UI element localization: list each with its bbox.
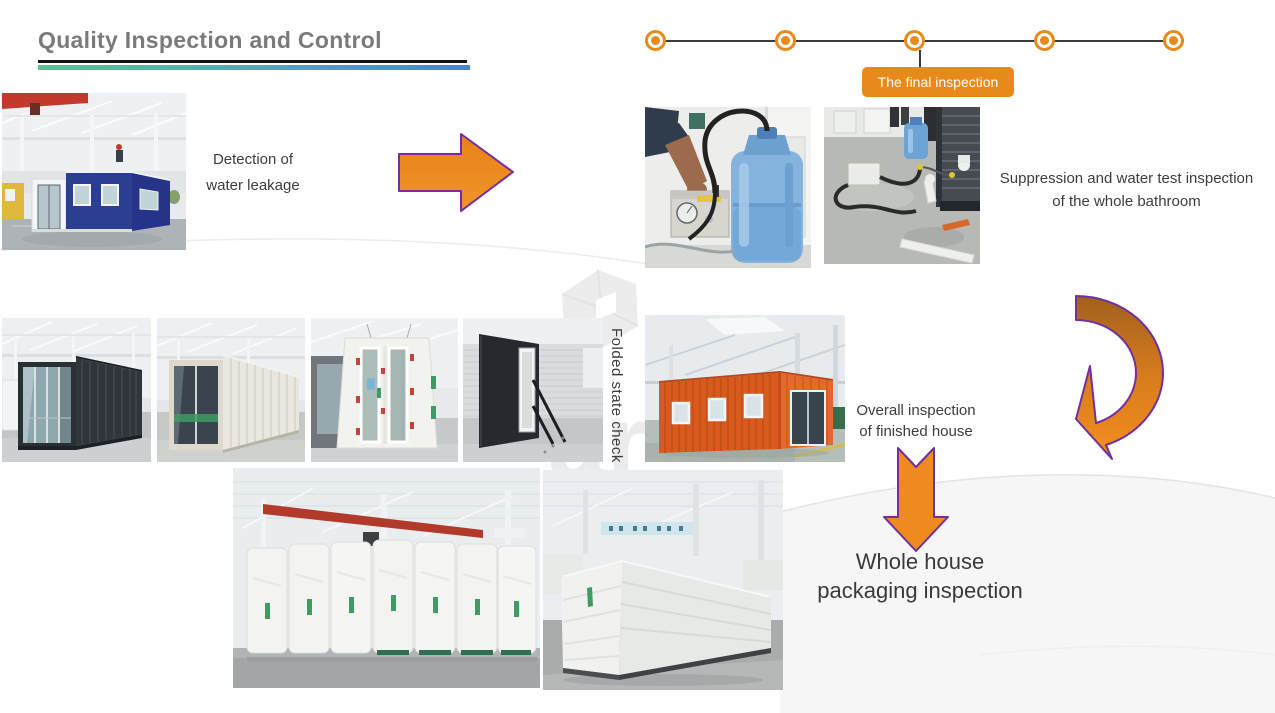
caption-packaging-inspection: Whole house packaging inspection [765,547,1075,605]
page-title: Quality Inspection and Control [38,27,382,53]
photo-orange-container-house [645,315,845,462]
photo-cream-container-folded [157,318,305,462]
timeline-node [645,30,666,51]
caption-line: Suppression and water test inspection [999,170,1254,187]
photo-wrapped-packages [233,468,540,688]
timeline-node [904,30,925,51]
caption-overall-inspection: Overall inspection of finished house [840,400,992,442]
photo-dark-container-folded [2,318,151,462]
caption-line: Detection of [212,151,294,168]
photo-white-folded-panels [311,318,458,462]
caption-folded-state-check: Folded state check [608,327,625,463]
timeline-connector [919,50,921,68]
title-underline-gradient [38,65,470,70]
caption-water-leakage: Detection of water leakage [188,147,318,199]
photo-black-folded-unit [463,318,603,462]
caption-line: Whole house [855,549,985,574]
timeline [645,30,1184,51]
caption-line: of the whole bathroom [1052,193,1201,210]
caption-bathroom-test: Suppression and water test inspection of… [978,167,1275,213]
photo-wrapped-flatpack [543,470,783,690]
timeline-node [1163,30,1184,51]
photo-bathroom-water-test [824,107,980,264]
caption-line: water leakage [206,177,300,194]
caption-line: of finished house [859,423,973,440]
title-underline [38,60,467,63]
timeline-node [1033,30,1055,51]
timeline-node [774,30,796,51]
caption-line: packaging inspection [817,578,1023,603]
photo-water-pressure-test [645,107,811,268]
caption-line: Overall inspection [856,402,976,419]
photo-blue-container-house-factory [2,93,186,250]
timeline-step-label: The final inspection [862,67,1014,97]
